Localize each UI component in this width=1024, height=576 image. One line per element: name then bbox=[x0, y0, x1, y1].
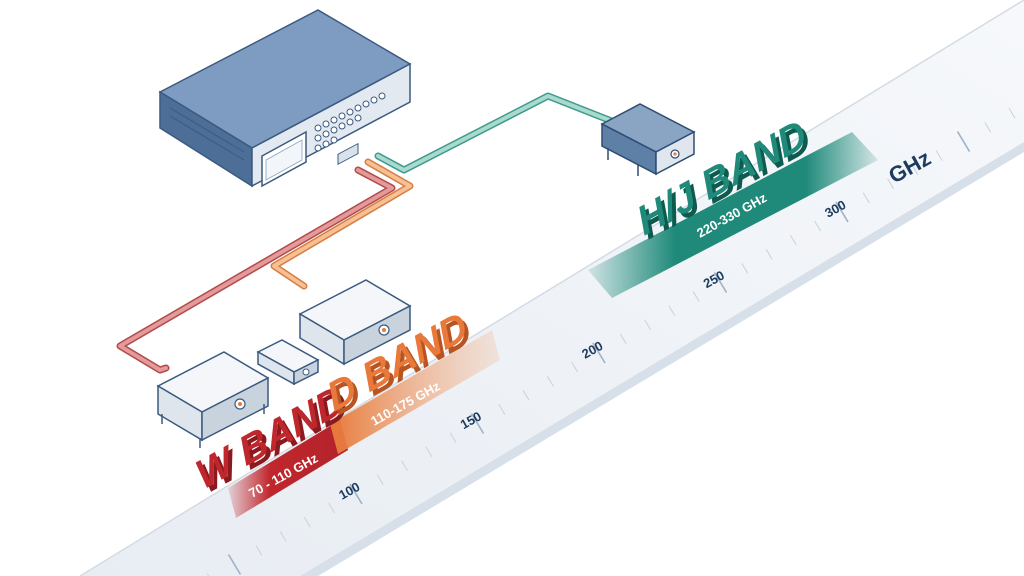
ruler-minor-tick bbox=[644, 319, 652, 331]
d-band-bar bbox=[330, 330, 500, 454]
ruler-major-tick bbox=[592, 342, 606, 364]
ruler-minor-tick bbox=[789, 234, 797, 246]
cables bbox=[116, 92, 618, 374]
ruler-minor-tick bbox=[935, 150, 943, 161]
ruler-minor-tick bbox=[862, 192, 870, 204]
ruler-major-tick bbox=[349, 483, 363, 505]
band-bars bbox=[228, 132, 878, 518]
ruler-minor-tick bbox=[449, 432, 457, 443]
vna-buttons bbox=[314, 92, 386, 152]
hj-band-bar bbox=[588, 132, 878, 298]
frequency-ruler bbox=[79, 0, 1024, 576]
ruler-minor-tick bbox=[765, 249, 773, 260]
ruler-ticks bbox=[206, 108, 1016, 576]
ruler-minor-tick bbox=[425, 446, 433, 457]
ruler-minor-tick bbox=[376, 474, 384, 486]
ruler-minor-tick bbox=[279, 531, 287, 542]
ruler-minor-tick bbox=[522, 390, 530, 401]
ruler-minor-tick bbox=[911, 164, 919, 175]
cable-red bbox=[118, 168, 394, 372]
ruler-minor-tick bbox=[498, 404, 506, 415]
ruler-minor-tick bbox=[887, 178, 895, 190]
ruler-major-tick bbox=[470, 413, 485, 434]
ruler-back-edge bbox=[79, 0, 1024, 576]
ruler-minor-tick bbox=[303, 516, 311, 528]
ruler-minor-tick bbox=[692, 291, 700, 302]
ruler-minor-tick bbox=[255, 545, 263, 556]
d-band-extender-module-icon bbox=[298, 279, 412, 366]
ruler-major-tick bbox=[227, 554, 242, 575]
cable-orange bbox=[272, 160, 412, 288]
ruler-major-tick bbox=[835, 201, 849, 223]
ruler-minor-tick bbox=[328, 502, 336, 514]
ruler-minor-tick bbox=[741, 263, 749, 274]
ruler-minor-tick bbox=[619, 333, 627, 345]
hj-band-extender-module-icon bbox=[600, 103, 696, 176]
ruler-major-tick bbox=[713, 272, 728, 293]
cable-teal bbox=[376, 94, 616, 172]
calibration-adapter-icon bbox=[256, 339, 320, 386]
vector-network-analyzer-icon bbox=[158, 9, 412, 188]
ruler-minor-tick bbox=[668, 305, 676, 316]
ruler-minor-tick bbox=[401, 460, 409, 472]
ruler-minor-tick bbox=[1008, 108, 1016, 119]
ruler-minor-tick bbox=[571, 361, 579, 373]
w-band-extender-module-icon bbox=[156, 351, 270, 448]
ruler-front-edge bbox=[300, 142, 1024, 576]
w-band-bar bbox=[228, 420, 348, 518]
ruler-minor-tick bbox=[984, 122, 992, 133]
ruler-minor-tick bbox=[814, 220, 822, 232]
ruler-minor-tick bbox=[546, 375, 554, 387]
ruler-major-tick bbox=[956, 131, 971, 152]
ruler-minor-tick bbox=[206, 573, 210, 576]
